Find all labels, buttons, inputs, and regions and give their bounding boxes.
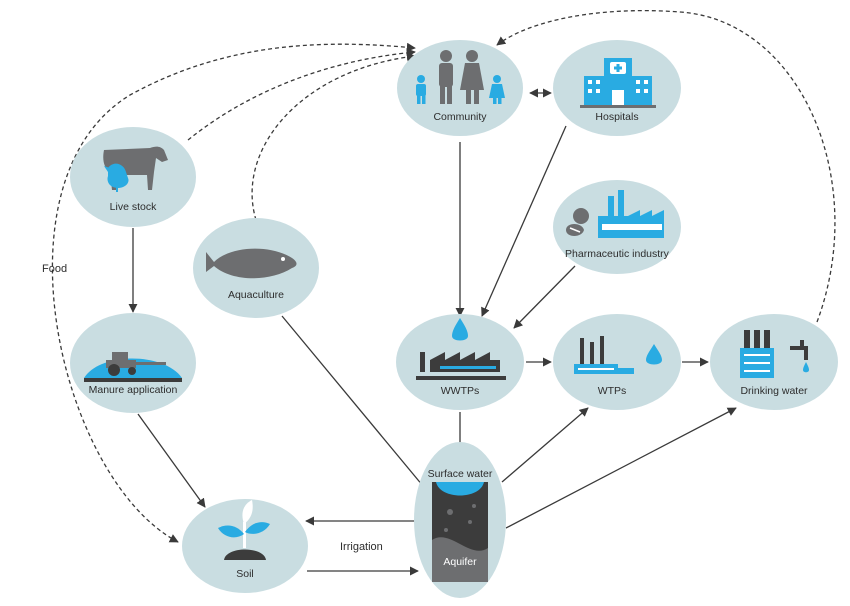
node-drinking[interactable]: Drinking water — [710, 314, 838, 410]
pharma-factory-icon — [566, 190, 664, 238]
edge-soil-to-community — [51, 42, 416, 543]
edge-water-to-wtps — [501, 407, 589, 483]
node-water[interactable]: Surface water Aquifer — [414, 442, 506, 598]
node-aquaculture[interactable]: Aquaculture — [193, 218, 319, 318]
edges — [51, 9, 836, 576]
edge-aquaculture-to-community — [251, 52, 416, 221]
cow-icon — [103, 146, 168, 192]
edge-pharma-to-wwtps — [513, 265, 576, 329]
node-manure[interactable]: Manure application — [70, 313, 196, 413]
aquifer-icon — [432, 482, 488, 582]
node-hospitals[interactable]: Hospitals — [553, 40, 681, 136]
edge-hospitals-to-wwtps — [481, 125, 567, 317]
soil-label: Soil — [236, 568, 254, 580]
edge-manure-to-soil — [137, 413, 206, 508]
hospital-icon — [580, 58, 656, 108]
tractor-icon — [84, 352, 182, 382]
node-wtps[interactable]: WTPs — [553, 314, 681, 410]
edge-livestock-to-community — [187, 48, 416, 141]
water-plant-icon — [574, 336, 662, 374]
edge-water-to-drinking — [505, 407, 737, 529]
node-livestock[interactable]: Live stock — [70, 127, 196, 227]
node-wwtps[interactable]: WWTPs — [396, 314, 524, 410]
community-label: Community — [433, 111, 487, 123]
irrigation-label: Irrigation — [340, 541, 383, 553]
fish-icon — [206, 248, 297, 279]
aquifer-label: Aquifer — [443, 556, 477, 568]
drinking-water-icon — [740, 330, 809, 378]
node-community[interactable]: Community — [397, 40, 523, 136]
edge-aquaculture-to-water — [281, 315, 429, 493]
livestock-label: Live stock — [110, 201, 157, 213]
wtps-label: WTPs — [598, 385, 627, 397]
food-label: Food — [42, 263, 67, 275]
wastewater-plant-icon — [416, 318, 506, 380]
surface-water-label: Surface water — [428, 468, 493, 480]
drinking-label: Drinking water — [740, 385, 808, 397]
manure-label: Manure application — [89, 384, 178, 396]
node-soil[interactable]: Soil — [182, 499, 308, 593]
pharma-label: Pharmaceutic industry — [565, 248, 670, 260]
family-icon — [416, 50, 505, 104]
sprout-icon — [218, 500, 270, 560]
hospitals-label: Hospitals — [595, 111, 638, 123]
edge-drinking-to-community — [496, 9, 836, 323]
wwtps-label: WWTPs — [441, 385, 480, 397]
aquaculture-label: Aquaculture — [228, 289, 284, 301]
node-pharma[interactable]: Pharmaceutic industry — [553, 180, 681, 274]
